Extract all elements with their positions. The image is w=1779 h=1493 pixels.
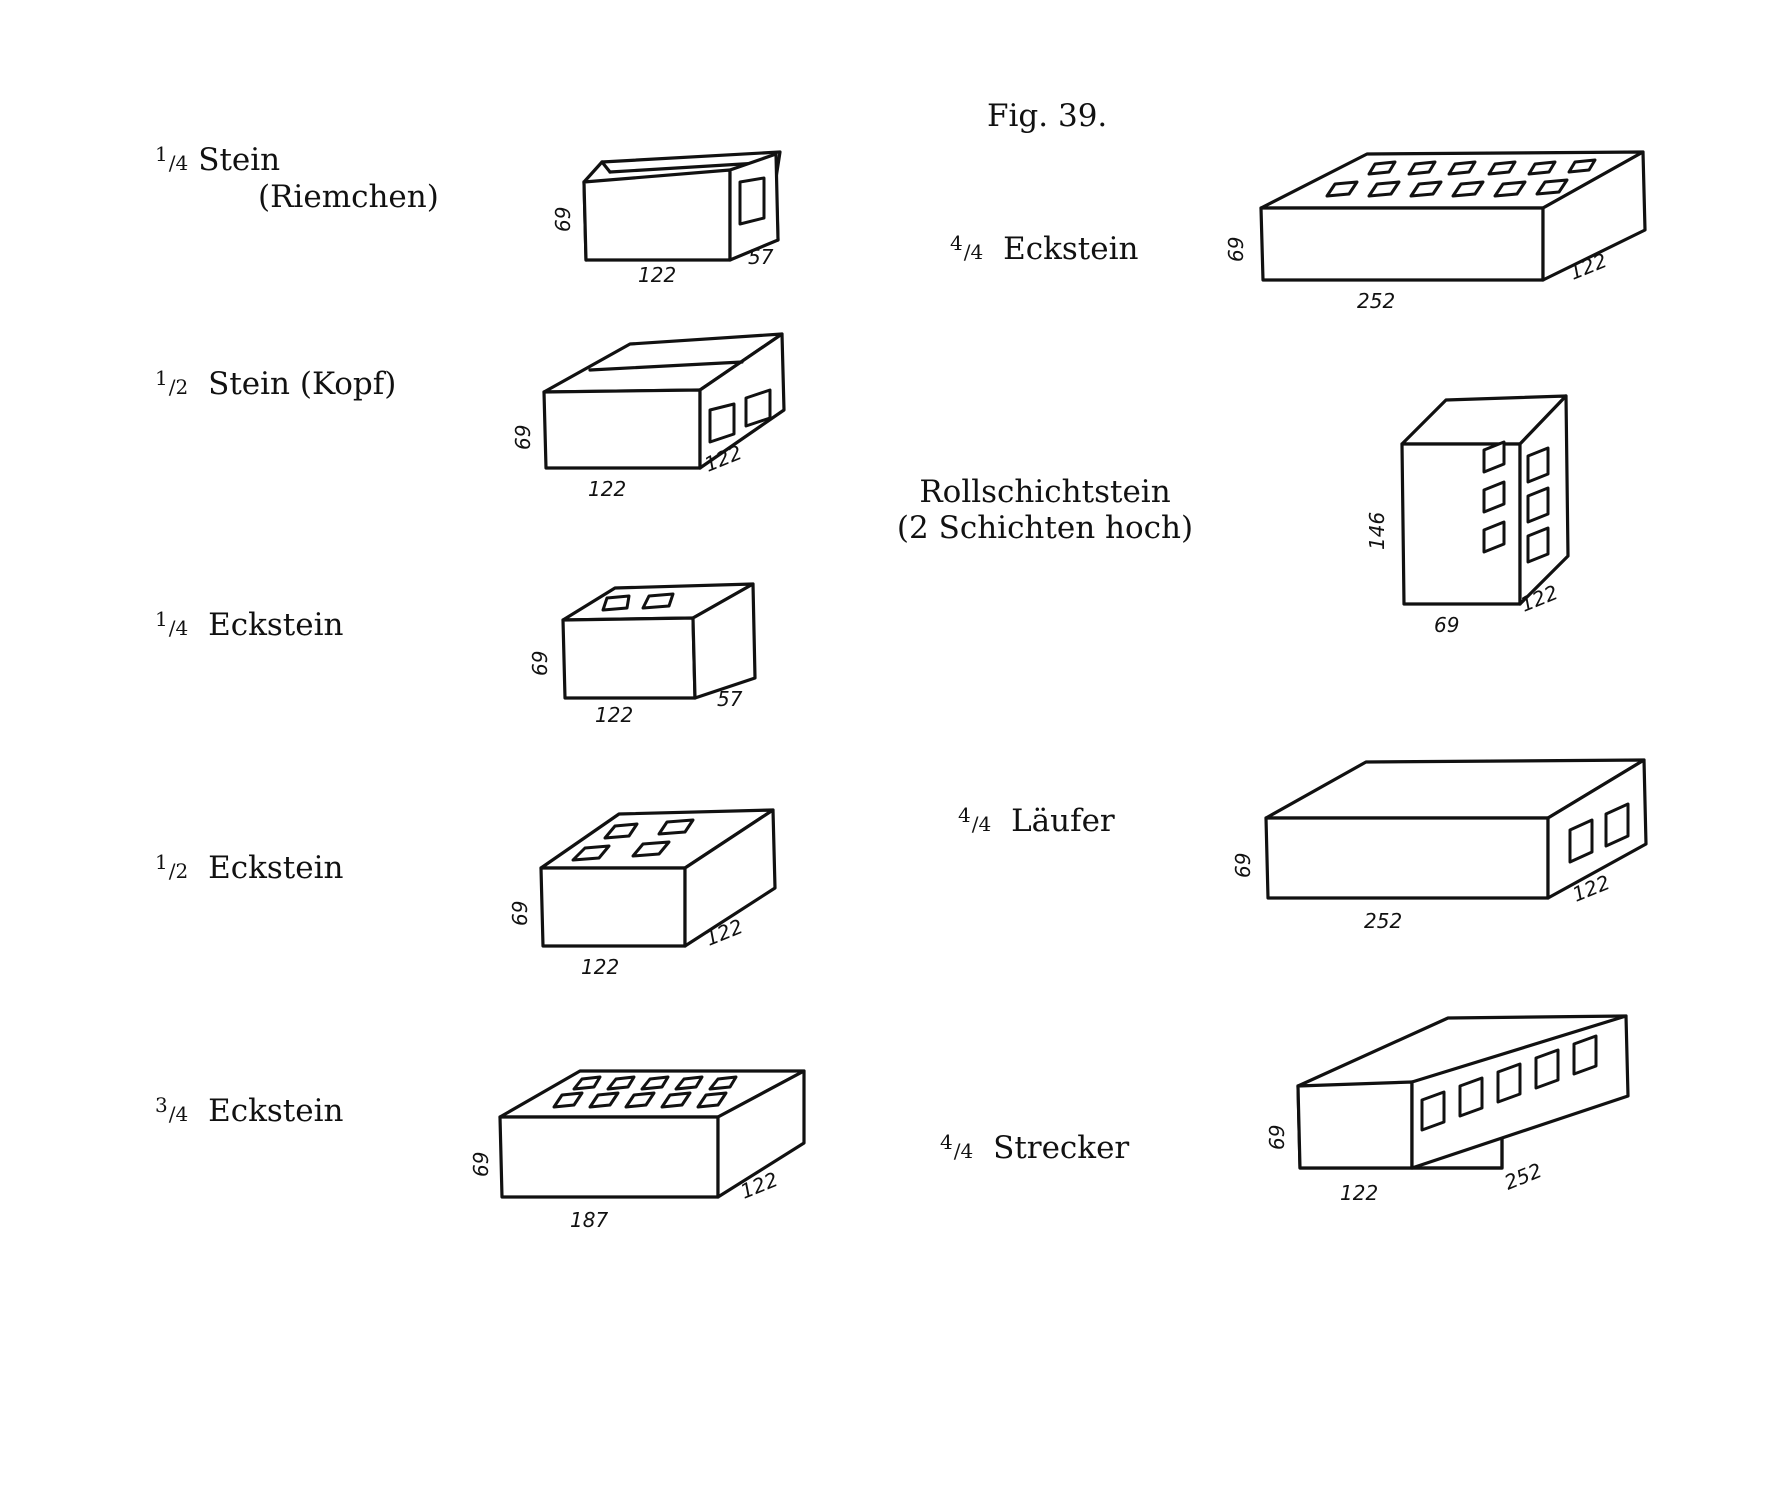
- label-rollschichtstein: Rollschichtstein: [919, 474, 1171, 510]
- dim-width-57: 57: [748, 245, 774, 269]
- dim-height-69: 69: [1224, 237, 1248, 262]
- brick-laeufer-drawing: 252 122 69: [1231, 758, 1648, 933]
- dim-length-122: 122: [638, 263, 676, 287]
- label-laeufer: 4/4 Läufer: [958, 803, 1115, 839]
- dim-length-187: 187: [570, 1208, 608, 1232]
- dim-height-69: 69: [1265, 1125, 1289, 1150]
- label-three-quarter-eckstein: 3/4 Eckstein: [155, 1093, 344, 1129]
- dim-height-146: 146: [1365, 512, 1389, 550]
- dim-width-252: 252: [1501, 1158, 1545, 1195]
- dim-height-69: 69: [1231, 853, 1255, 878]
- brick-quarter-eckstein-drawing: 122 57 69: [528, 582, 757, 727]
- brick-quarter-stein-drawing: 122 57 69: [551, 150, 782, 287]
- dim-height-69: 69: [511, 425, 535, 450]
- dim-height-69: 69: [551, 207, 575, 232]
- label-strecker: 4/4 Strecker: [940, 1130, 1130, 1166]
- dim-length-122: 122: [595, 703, 633, 727]
- brick-half-eckstein-drawing: 122 122 69: [508, 808, 777, 979]
- dim-height-69: 69: [528, 651, 552, 676]
- dim-length-122: 122: [1340, 1181, 1378, 1205]
- dim-width-57: 57: [717, 687, 743, 711]
- dim-height-69: 69: [508, 901, 532, 926]
- brick-three-quarter-eckstein-drawing: 187 122 69: [469, 1069, 806, 1232]
- label-half-stein-kopf: 1/2 Stein (Kopf): [155, 366, 397, 402]
- dim-length-252: 252: [1364, 909, 1402, 933]
- brick-half-stein-drawing: 122 122 69: [511, 332, 786, 501]
- dim-length-122: 122: [588, 477, 626, 501]
- label-quarter-eckstein: 1/4 Eckstein: [155, 607, 344, 643]
- label-half-eckstein: 1/2 Eckstein: [155, 850, 344, 886]
- label-quarter-stein-sub: (Riemchen): [258, 179, 439, 215]
- figure-caption: Fig. 39.: [987, 98, 1108, 134]
- brick-full-eckstein-drawing: 252 122 69: [1224, 150, 1647, 313]
- dim-length-122: 122: [581, 955, 619, 979]
- brick-rollschichtstein-drawing: 69 122 146: [1365, 394, 1570, 637]
- dim-length-69: 69: [1434, 613, 1459, 637]
- label-rollschichtstein-sub: (2 Schichten hoch): [896, 510, 1194, 546]
- dim-height-69: 69: [469, 1152, 493, 1177]
- dim-length-252: 252: [1357, 289, 1395, 313]
- brick-strecker-drawing: 122 252 69: [1265, 1014, 1630, 1205]
- label-full-eckstein: 4/4 Eckstein: [950, 231, 1139, 267]
